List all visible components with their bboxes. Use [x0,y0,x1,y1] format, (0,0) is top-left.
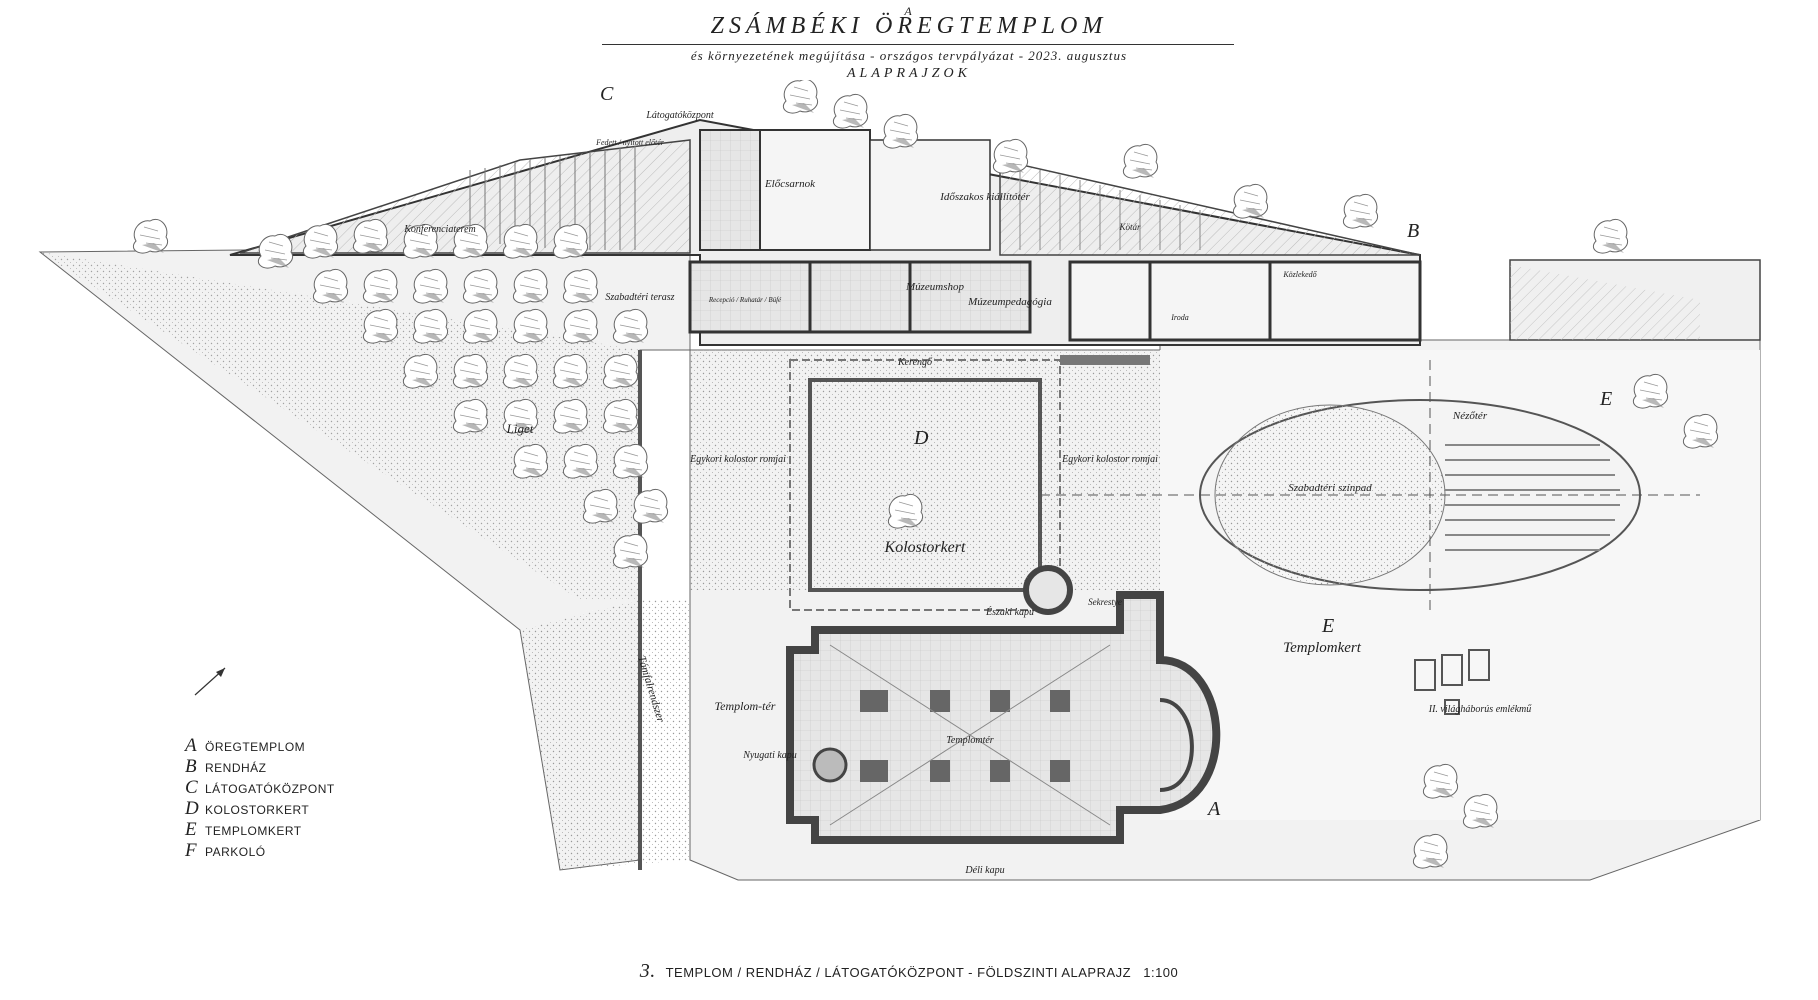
legend-item-f: F PARKOLÓ [185,840,335,861]
legend-name: PARKOLÓ [205,845,266,859]
label-idoszakos-kiallitoter: Időszakos kiállítótér [939,191,1030,203]
legend-item-d: D KOLOSTORKERT [185,798,335,819]
label-eloszarnok: Előcsarnok [764,178,816,190]
legend-item-b: B RENDHÁZ [185,756,335,777]
war-memorial [1414,649,1490,715]
label-deli-kapu: Déli kapu [964,865,1004,876]
label-templomter: Templomtér [946,735,994,746]
site-plan-drawing: C B D E E A Látogatóközpont Fedett / nyi… [38,80,1761,881]
caption-number: 3. [639,960,656,982]
label-szabadteri-szinpad: Szabadtéri színpad [1288,482,1372,494]
zone-legend: A ÖREGTEMPLOM B RENDHÁZ C LÁTOGATÓKÖZPON… [185,735,335,861]
caption-scale: 1:100 [1143,965,1179,980]
parking-area [1509,259,1761,341]
label-szabadteri-terasz: Szabadtéri terasz [605,292,674,303]
open-air-theatre [1040,360,1700,615]
sheet-subtitle: és környezetének megújítása - országos t… [690,48,1128,63]
legend-item-e: E TEMPLOMKERT [185,819,335,840]
zone-marker-a: A [1206,798,1221,820]
legend-item-c: C LÁTOGATÓKÖZPONT [185,777,335,798]
zone-marker-e-theatre: E [1599,388,1612,410]
label-egykori-kolostor-2: Egykori kolostor romjai [1061,454,1158,465]
label-latogatokozpont: Látogatóközpont [645,110,713,121]
legend-name: TEMPLOMKERT [205,824,302,838]
label-vilaghaborus-emlekmu: II. világháborús emlékmű [1428,704,1532,715]
label-sekrestye: Sekrestye [1088,597,1122,607]
legend-letter: D [185,798,199,819]
label-iroda: Iroda [1170,313,1188,322]
zone-marker-c: C [600,83,614,105]
legend-letter: C [185,777,198,798]
church-building [786,565,1221,844]
label-muzeumpedagogia: Múzeumpedagógia [967,296,1052,308]
label-kotar: Kötár [1118,222,1141,232]
label-kerengo: Kerengő [897,357,933,368]
title-underline [602,44,1234,45]
legend-name: KOLOSTORKERT [205,803,310,817]
label-recepcio: Recepció / Ruhatár / Büfé [708,296,782,304]
label-kolostorkert: Kolostorkert [884,539,966,556]
legend-name: LÁTOGATÓKÖZPONT [205,782,335,796]
caption-text: TEMPLOM / RENDHÁZ / LÁTOGATÓKÖZPONT - FÖ… [665,965,1132,980]
legend-name: ÖREGTEMPLOM [205,740,306,754]
drawing-caption: 3. TEMPLOM / RENDHÁZ / LÁTOGATÓKÖZPONT -… [0,960,1818,983]
legend-item-a: A ÖREGTEMPLOM [185,735,335,756]
zone-marker-b: B [1407,220,1419,242]
label-eszaki-kapu: Északi kapu [985,606,1034,618]
label-nyugati-kapu: Nyugati kapu [742,750,797,761]
legend-letter: E [185,819,197,840]
legend-letter: F [185,840,197,861]
label-templom-ter: Templom-tér [715,699,776,713]
zone-marker-e-garden: E [1321,615,1334,637]
label-konferenciaterem: Konferenciaterem [403,224,475,235]
cloister-walls [638,350,1150,870]
label-kozlekedo: Közlekedő [1282,270,1317,279]
label-fedett-elter: Fedett / nyitott előtér [595,138,665,147]
title-article: A [904,4,914,18]
label-egykori-kolostor-1: Egykori kolostor romjai [689,454,786,465]
north-arrow-icon [194,667,226,696]
sheet-subheading: ALAPRAJZOK [847,66,971,81]
legend-letter: B [185,756,197,777]
legend-letter: A [185,735,197,756]
label-muzeumshop: Múzeumshop [905,281,965,293]
label-nezoter: Nézőtér [1452,410,1488,422]
legend-name: RENDHÁZ [205,761,267,775]
label-templomkert: Templomkert [1283,640,1362,656]
label-liget: Liget [506,421,534,436]
sheet-title: ZSÁMBÉKI ÖREGTEMPLOM [710,13,1108,39]
zone-marker-d: D [913,427,929,449]
